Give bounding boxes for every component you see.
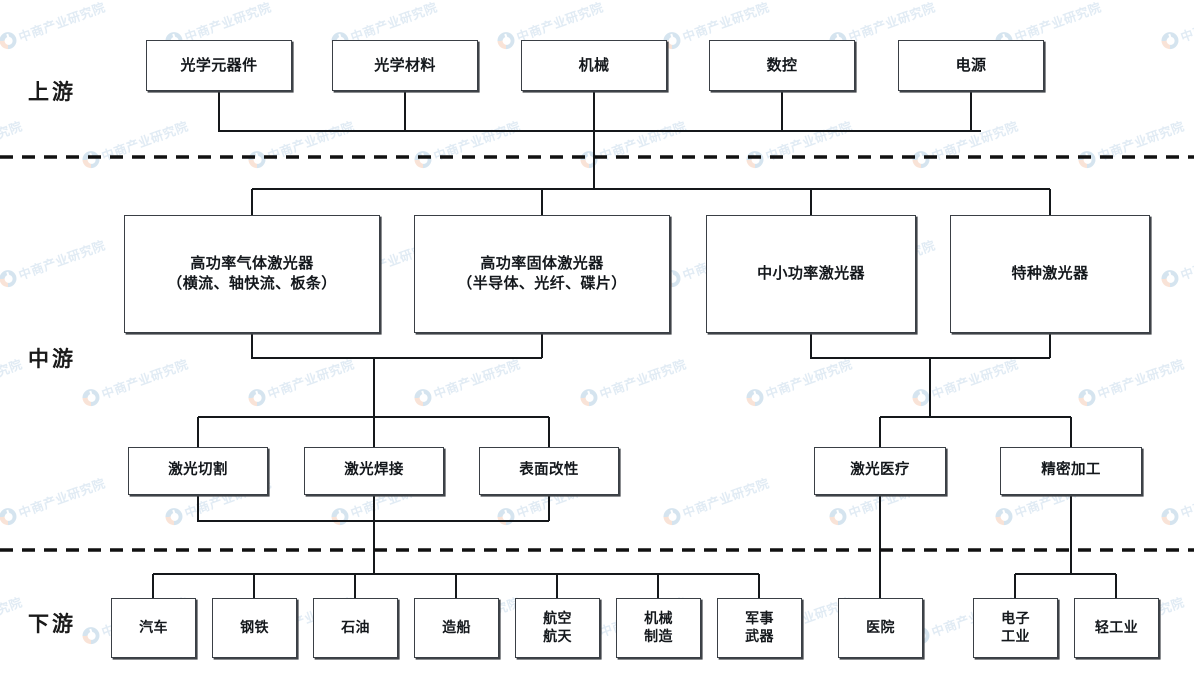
node-laser-cutting[interactable]: 激光切割 <box>128 447 268 495</box>
node-special-laser[interactable]: 特种激光器 <box>950 215 1150 333</box>
node-cnc[interactable]: 数控 <box>709 40 855 91</box>
tier-label-upstream: 上游 <box>28 80 76 104</box>
node-label-petroleum: 石油 <box>341 619 370 636</box>
node-label-high-power-solid-laser: 高功率固体激光器 （半导体、光纤、碟片） <box>457 254 627 292</box>
node-shipbuilding[interactable]: 造船 <box>414 598 499 658</box>
node-label-machinery: 机械 <box>578 55 610 74</box>
node-label-laser-medical: 激光医疗 <box>850 462 910 479</box>
downstream-merge-left <box>196 495 549 523</box>
node-power-supply[interactable]: 电源 <box>898 40 1044 91</box>
node-machinery-mfg[interactable]: 机械 制造 <box>616 598 701 658</box>
node-optical-materials[interactable]: 光学材料 <box>332 40 478 91</box>
node-label-automobile: 汽车 <box>139 619 168 636</box>
tier-label-midstream: 中游 <box>28 347 76 371</box>
laser-merge-right <box>809 333 1050 360</box>
node-high-power-solid-laser[interactable]: 高功率固体激光器 （半导体、光纤、碟片） <box>414 215 670 333</box>
node-high-power-gas-laser[interactable]: 高功率气体激光器 （横流、轴快流、板条） <box>124 215 380 333</box>
tier-label-downstream: 下游 <box>28 612 76 636</box>
node-label-medium-low-power-laser: 中小功率激光器 <box>757 264 865 283</box>
node-label-machinery-mfg: 机械 制造 <box>644 610 673 645</box>
node-label-optical-materials: 光学材料 <box>374 55 436 74</box>
node-petroleum[interactable]: 石油 <box>313 598 398 658</box>
node-label-shipbuilding: 造船 <box>442 619 471 636</box>
node-label-special-laser: 特种激光器 <box>1011 264 1089 283</box>
node-aerospace[interactable]: 航空 航天 <box>515 598 600 658</box>
node-steel[interactable]: 钢铁 <box>212 598 297 658</box>
node-optical-components[interactable]: 光学元器件 <box>146 40 292 91</box>
node-military-weapons[interactable]: 军事 武器 <box>717 598 802 658</box>
node-electronics-industry[interactable]: 电子 工业 <box>973 598 1058 658</box>
node-label-precision-machining: 精密加工 <box>1041 462 1101 479</box>
node-label-high-power-gas-laser: 高功率气体激光器 （横流、轴快流、板条） <box>167 254 337 292</box>
node-automobile[interactable]: 汽车 <box>111 598 196 658</box>
node-label-military-weapons: 军事 武器 <box>745 610 774 645</box>
node-label-cnc: 数控 <box>766 55 798 74</box>
node-label-light-industry: 轻工业 <box>1094 619 1139 636</box>
node-medium-low-power-laser[interactable]: 中小功率激光器 <box>706 215 916 333</box>
laser-merge-left <box>250 333 542 360</box>
node-label-steel: 钢铁 <box>240 619 269 636</box>
node-surface-modify[interactable]: 表面改性 <box>479 447 619 495</box>
node-label-electronics-industry: 电子 工业 <box>1001 610 1030 645</box>
node-label-surface-modify: 表面改性 <box>519 462 579 479</box>
node-label-optical-components: 光学元器件 <box>180 55 258 74</box>
node-light-industry[interactable]: 轻工业 <box>1074 598 1159 658</box>
node-machinery[interactable]: 机械 <box>521 40 667 91</box>
node-label-aerospace: 航空 航天 <box>543 610 572 645</box>
node-laser-medical[interactable]: 激光医疗 <box>814 447 946 495</box>
upstream-bus <box>217 91 981 133</box>
node-label-laser-welding: 激光焊接 <box>344 462 404 479</box>
node-hospital[interactable]: 医院 <box>838 598 923 658</box>
node-laser-welding[interactable]: 激光焊接 <box>304 447 444 495</box>
node-label-power-supply: 电源 <box>955 55 987 74</box>
node-label-hospital: 医院 <box>866 619 895 636</box>
node-precision-machining[interactable]: 精密加工 <box>1000 447 1142 495</box>
node-label-laser-cutting: 激光切割 <box>168 462 228 479</box>
